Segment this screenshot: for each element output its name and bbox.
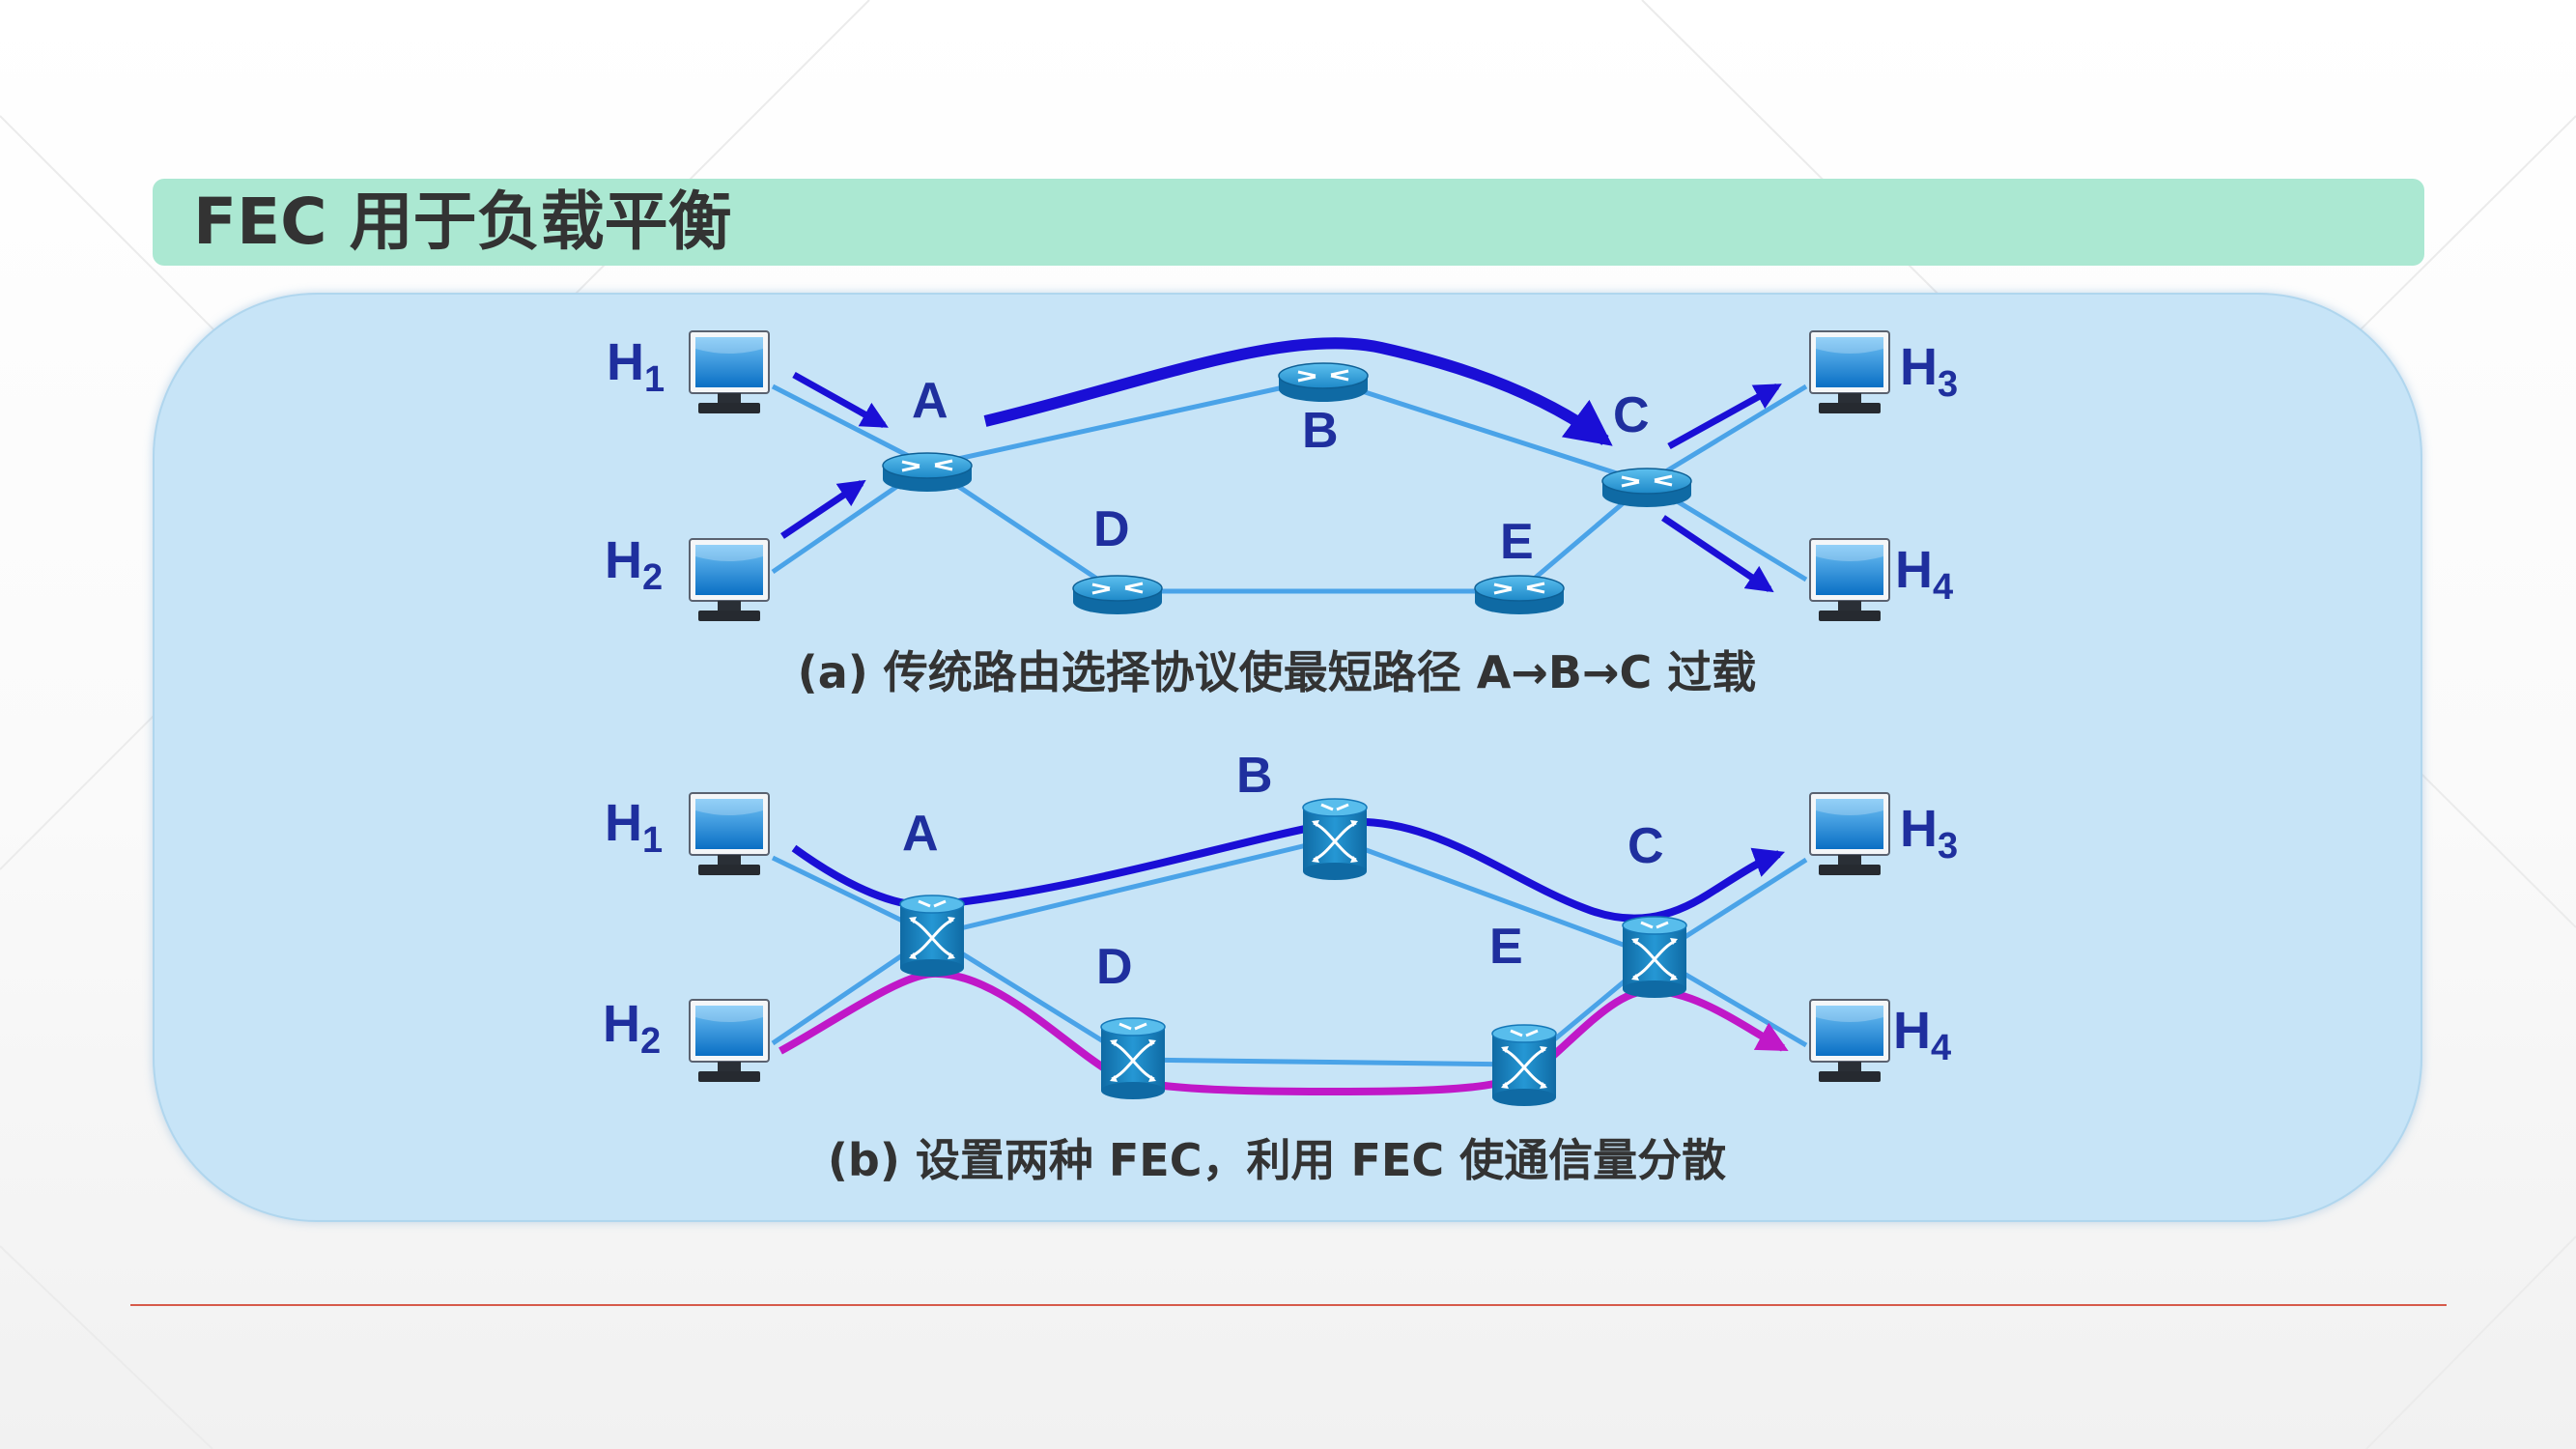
caption-a: (a) 传统路由选择协议使最短路径 A→B→C 过载 — [798, 646, 1757, 698]
host-label-h2: H2 — [605, 531, 663, 598]
node-label-e: E — [1500, 514, 1534, 570]
diagram-a: A B C D E H1 H2 H3 H4 (a) 传统路由选择协议使最短路径 … — [605, 330, 1958, 698]
mpls-switch-icon — [899, 895, 965, 977]
host-label-h1: H1 — [605, 794, 663, 861]
node-label-b: B — [1302, 403, 1339, 459]
node-label-d: D — [1093, 501, 1130, 557]
node-label-a: A — [912, 373, 948, 429]
node-label-c: C — [1613, 387, 1650, 443]
host-label-h4: H4 — [1895, 541, 1953, 608]
node-label-d: D — [1096, 939, 1133, 995]
caption-b: (b) 设置两种 FEC，利用 FEC 使通信量分散 — [828, 1134, 1726, 1186]
router-icon — [1474, 575, 1565, 614]
computer-icon — [1809, 792, 1890, 875]
node-label-e: E — [1489, 919, 1523, 975]
router-icon — [1278, 362, 1369, 402]
host-label-h4: H4 — [1893, 1002, 1951, 1068]
computer-icon — [1809, 538, 1890, 621]
mpls-switch-icon — [1622, 916, 1687, 998]
computer-icon — [689, 999, 770, 1082]
mpls-switch-icon — [1302, 798, 1368, 880]
router-icon — [1072, 575, 1163, 614]
computer-icon — [689, 792, 770, 875]
slide-title: FEC 用于负载平衡 — [193, 185, 732, 259]
router-icon — [1601, 468, 1692, 507]
footer-rule — [130, 1304, 2447, 1306]
diagram-panel — [153, 293, 2422, 1222]
mpls-switch-icon — [1491, 1024, 1557, 1106]
host-label-h1: H1 — [607, 333, 665, 400]
node-label-b: B — [1236, 748, 1273, 804]
diagram-b: A B C D E H1 H2 H3 H4 (b) 设置两种 FEC，利用 FE… — [603, 748, 1958, 1186]
router-icon — [882, 452, 973, 492]
computer-icon — [689, 330, 770, 413]
node-label-c: C — [1628, 818, 1664, 874]
flows-a — [780, 337, 1782, 593]
mpls-switch-icon — [1100, 1017, 1166, 1099]
title-bar: FEC 用于负载平衡 — [153, 179, 2424, 266]
host-label-h3: H3 — [1900, 338, 1958, 405]
computer-icon — [1809, 330, 1890, 413]
computer-icon — [689, 538, 770, 621]
host-label-h2: H2 — [603, 995, 661, 1062]
node-label-a: A — [902, 806, 939, 862]
computer-icon — [1809, 999, 1890, 1082]
host-label-h3: H3 — [1900, 800, 1958, 867]
